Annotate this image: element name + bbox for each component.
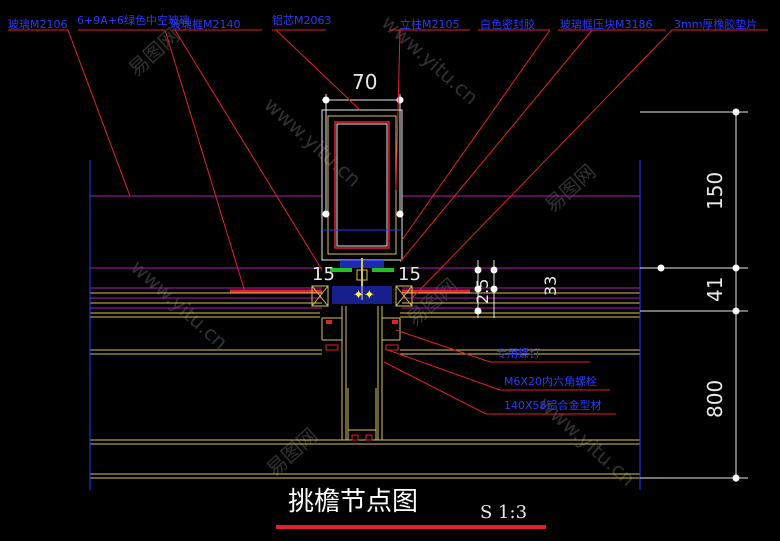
label-mullion: 立柱M2105 [400, 17, 460, 31]
label-aluminium-profile: 140X58铝合金型材 [504, 398, 602, 412]
label-aluminium-core: 铝芯M2063 [272, 13, 332, 27]
watermark: 易图网 [124, 23, 185, 81]
dimension-small-b: 33 [541, 276, 560, 296]
drawing-scale: S 1:3 [480, 502, 527, 523]
dimension-right-3: 800 [703, 380, 727, 418]
label-glass-frame: 玻璃框M2140 [170, 17, 241, 31]
aluminium-profile [321, 306, 401, 441]
drawing-title: 挑檐节点图 [288, 487, 418, 517]
mullion-section: ✦✦ [311, 109, 413, 307]
svg-text:✦✦: ✦✦ [353, 288, 375, 303]
drawing-title-block: 挑檐节点图 S 1:3 [276, 487, 546, 529]
dimension-right-1: 150 [703, 172, 727, 210]
watermark: www.yitu.cn [126, 255, 232, 354]
small-dimensions: 2.5 33 [473, 260, 560, 318]
watermark: 易图网 [262, 423, 323, 481]
bottom-labels: 专用螺钉 M6X20内六角螺栓 140X58铝合金型材 [496, 346, 602, 412]
right-dimensions: 150 41 800 [640, 108, 748, 482]
label-insulated-glass: 6+9A+6绿色中空玻璃 [77, 13, 190, 27]
dimension-gap-left: 15 [312, 264, 335, 285]
dimension-top-width: 70 [352, 70, 377, 94]
top-dimension: 70 15 15 [312, 70, 421, 285]
dimension-right-2: 41 [703, 277, 727, 302]
dimension-small-a: 2.5 [473, 279, 492, 304]
label-white-sealant: 白色密封胶 [480, 17, 535, 31]
watermark: 易图网 [540, 159, 601, 217]
label-rubber-pad: 3mm厚橡胶垫片 [674, 17, 757, 31]
label-glass: 玻璃M2106 [8, 17, 68, 31]
label-frame-clamp: 玻璃框压块M3186 [560, 17, 653, 31]
label-screw: 专用螺钉 [496, 346, 540, 360]
leader-lines [8, 29, 768, 415]
dimension-gap-right: 15 [398, 264, 421, 285]
top-labels: 玻璃M2106 6+9A+6绿色中空玻璃 玻璃框M2140 铝芯M2063 立柱… [8, 13, 757, 31]
watermark: www.yitu.cn [259, 92, 365, 191]
label-bolt: M6X20内六角螺栓 [504, 374, 597, 388]
glass-panel-lines [89, 160, 641, 490]
